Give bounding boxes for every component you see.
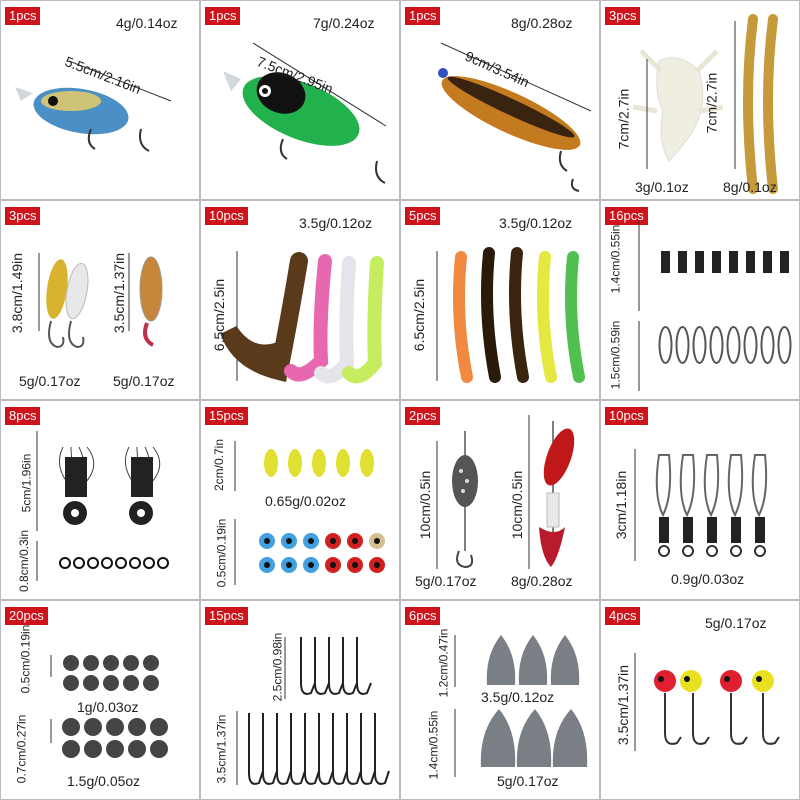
quantity-badge: 15pcs xyxy=(205,607,248,625)
cell-minnow-jointed: 1pcs 8g/0.28oz 9cm/3.54in xyxy=(400,0,600,200)
cell-grubs: 10pcs 3.5g/0.12oz 6.5cm/2.5in xyxy=(200,200,400,400)
cell-bobber-stops: 8pcs 5cm/1.96in 0.8cm/0.3in xyxy=(0,400,200,600)
quantity-badge: 10pcs xyxy=(605,407,648,425)
cell-crickets-eyes: 15pcs 2cm/0.7 xyxy=(200,400,400,600)
weight-label: 0.9g/0.03oz xyxy=(671,571,745,587)
size-label-large: 3.5cm/1.37in xyxy=(214,714,229,784)
weight-label-small: 1g/0.03oz xyxy=(77,699,139,715)
size-label-eye: 0.5cm/0.19in xyxy=(214,518,229,588)
quantity-badge: 1pcs xyxy=(205,7,241,25)
weight-label-a: 5g/0.17oz xyxy=(19,373,81,389)
size-label-b: 10cm/0.5in xyxy=(509,470,526,540)
quantity-badge: 4pcs xyxy=(605,607,641,625)
weight-label-shrimp: 3g/0.1oz xyxy=(635,179,689,195)
cell-spoons: 3pcs 3.8cm/1.49in 3.5cm/1.37in 5g/0.17oz… xyxy=(0,200,200,400)
cell-crankbait-green: 1pcs 7g/0.24oz 7.5cm/2.95in xyxy=(200,0,400,200)
grubs-image xyxy=(220,251,384,384)
size-label-snap: 1.5cm/0.59in xyxy=(608,320,623,390)
weight-label: 8g/0.28oz xyxy=(511,15,573,31)
cell-bullet-sinkers: 6pcs 1.2cm/0.47in 3.5g/0.12oz 1.4cm/0.55… xyxy=(400,600,600,800)
split-shots-image xyxy=(50,655,168,758)
snap-swivels-image xyxy=(634,449,768,561)
size-label-small: 0.5cm/0.19in xyxy=(18,624,33,694)
quantity-badge: 3pcs xyxy=(5,207,41,225)
weight-label: 4g/0.14oz xyxy=(116,15,178,31)
crankbait-small-image xyxy=(15,60,172,152)
cell-spinners: 2pcs 10cm/0.5in 10cm/0.5in 5g/0.17oz 8g/… xyxy=(400,400,600,600)
size-label-bead: 0.8cm/0.3in xyxy=(17,529,32,593)
size-label: 6.5cm/2.5in xyxy=(211,278,228,352)
cell-swivels-snaps: 16pcs 1.4cm/0.55in 1.5cm/0.59in xyxy=(600,200,800,400)
weight-label-large: 1.5g/0.05oz xyxy=(67,773,141,789)
bullet-sinkers-image xyxy=(454,635,588,777)
size-label-small: 1.2cm/0.47in xyxy=(436,628,451,698)
size-label-stop: 5cm/1.96in xyxy=(19,453,34,513)
quantity-badge: 6pcs xyxy=(405,607,441,625)
cell-split-shots: 20pcs 0.5cm/0.19in 1g/0.03oz 0.7cm/0.27i… xyxy=(0,600,200,800)
size-label-a: 3.8cm/1.49in xyxy=(9,252,26,334)
cell-paddle-tails: 5pcs 3.5g/0.12oz 6.5cm/2.5in xyxy=(400,200,600,400)
weight-label: 3.5g/0.12oz xyxy=(499,215,573,231)
minnow-jointed-image xyxy=(438,42,592,192)
weight-label-worm: 8g/0.1oz xyxy=(723,179,777,195)
weight-label: 5g/0.17oz xyxy=(705,615,767,631)
shrimp-and-worm-image xyxy=(632,14,778,194)
weight-label-a: 5g/0.17oz xyxy=(415,573,477,589)
quantity-badge: 8pcs xyxy=(5,407,41,425)
weight-label-b: 5g/0.17oz xyxy=(113,373,175,389)
quantity-badge: 2pcs xyxy=(405,407,441,425)
quantity-badge: 3pcs xyxy=(605,7,641,25)
size-label-b: 3.5cm/1.37in xyxy=(111,252,128,334)
cell-crankbait-small: 1pcs 4g/0.14oz 5.5cm/2.16in xyxy=(0,0,200,200)
size-label-cricket: 2cm/0.7in xyxy=(212,438,227,492)
cell-hooks: 15pcs 2.5cm/0.98in 3.5cm/1.37in xyxy=(200,600,400,800)
quantity-badge: 1pcs xyxy=(405,7,441,25)
size-label-shrimp: 7cm/2.7in xyxy=(615,88,632,150)
quantity-badge: 20pcs xyxy=(5,607,48,625)
size-label: 3.5cm/1.37in xyxy=(615,664,632,746)
hooks-image xyxy=(236,637,390,785)
size-label-a: 10cm/0.5in xyxy=(417,470,434,540)
cell-shrimp-and-worm: 3pcs 7cm/2.7in 7cm/2.7in 3g/0.1oz 8g/0.1… xyxy=(600,0,800,200)
quantity-badge: 15pcs xyxy=(205,407,248,425)
spoons-image xyxy=(38,253,163,349)
swivels-snaps-image xyxy=(638,221,792,391)
size-label-small: 2.5cm/0.98in xyxy=(270,632,285,702)
crankbait-green-image xyxy=(223,42,387,184)
bobber-stops-image xyxy=(36,431,169,581)
weight-label-small: 3.5g/0.12oz xyxy=(481,689,555,705)
quantity-badge: 5pcs xyxy=(405,207,441,225)
size-label: 6.5cm/2.5in xyxy=(411,278,428,352)
size-label-worm: 7cm/2.7in xyxy=(703,72,720,134)
weight-label: 7g/0.24oz xyxy=(313,15,375,31)
cell-jig-heads: 4pcs 5g/0.17oz 3.5cm/1.37in xyxy=(600,600,800,800)
weight-label-b: 8g/0.28oz xyxy=(511,573,573,589)
jig-heads-image xyxy=(634,653,780,751)
size-label-swivel: 1.4cm/0.55in xyxy=(608,224,623,294)
cell-snap-swivels: 10pcs 3cm/1.18in 0.9g/0.03oz xyxy=(600,400,800,600)
paddle-tails-image xyxy=(436,247,585,383)
spinners-image xyxy=(436,415,575,569)
weight-label-cricket: 0.65g/0.02oz xyxy=(265,493,346,509)
crickets-eyes-image xyxy=(234,441,385,585)
size-label-large: 0.7cm/0.27in xyxy=(14,714,29,784)
weight-label: 3.5g/0.12oz xyxy=(299,215,373,231)
size-label: 3cm/1.18in xyxy=(613,470,630,540)
quantity-badge: 1pcs xyxy=(5,7,41,25)
quantity-badge: 16pcs xyxy=(605,207,648,225)
weight-label-large: 5g/0.17oz xyxy=(497,773,559,789)
size-label-large: 1.4cm/0.55in xyxy=(426,710,441,780)
quantity-badge: 10pcs xyxy=(205,207,248,225)
